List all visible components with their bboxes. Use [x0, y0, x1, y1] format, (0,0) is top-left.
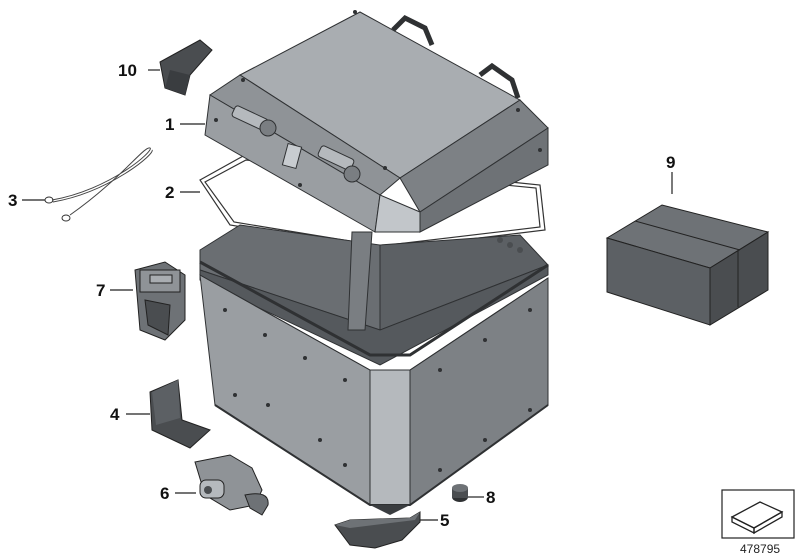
- lid-handle-side: [478, 62, 521, 99]
- orientation-arrow-icon: [730, 501, 784, 535]
- part-9-block: [605, 204, 770, 326]
- lid-latch-left: [231, 105, 277, 137]
- callout-2: 2: [165, 183, 174, 202]
- part-10-bracket: [159, 39, 213, 96]
- callout-3: 3: [8, 191, 17, 210]
- part-8-knob: [452, 484, 468, 502]
- callout-1: 1: [165, 115, 174, 134]
- part-4-bracket: [149, 379, 211, 449]
- part-3-cable: [44, 147, 153, 222]
- reference-box: 478795: [721, 489, 795, 556]
- leader-lines: [22, 69, 673, 521]
- callout-7: 7: [96, 281, 105, 300]
- part-6-actuator: [194, 454, 269, 516]
- reference-number: 478795: [740, 542, 780, 556]
- topcase-lid: [204, 10, 549, 233]
- callout-5: 5: [440, 511, 449, 530]
- callout-4: 4: [110, 405, 120, 424]
- callout-8: 8: [486, 488, 495, 507]
- lid-latch-right: [317, 145, 361, 183]
- callout-10: 10: [118, 61, 137, 80]
- topcase-body: [199, 224, 549, 515]
- callout-9: 9: [666, 153, 675, 172]
- part-5-pad: [334, 511, 421, 549]
- callout-labels: 10 1 2 3 7 4 6 5 8 9: [8, 61, 675, 530]
- callout-6: 6: [160, 484, 169, 503]
- part-7-lock: [134, 261, 186, 341]
- lid-handle-rear: [391, 14, 435, 46]
